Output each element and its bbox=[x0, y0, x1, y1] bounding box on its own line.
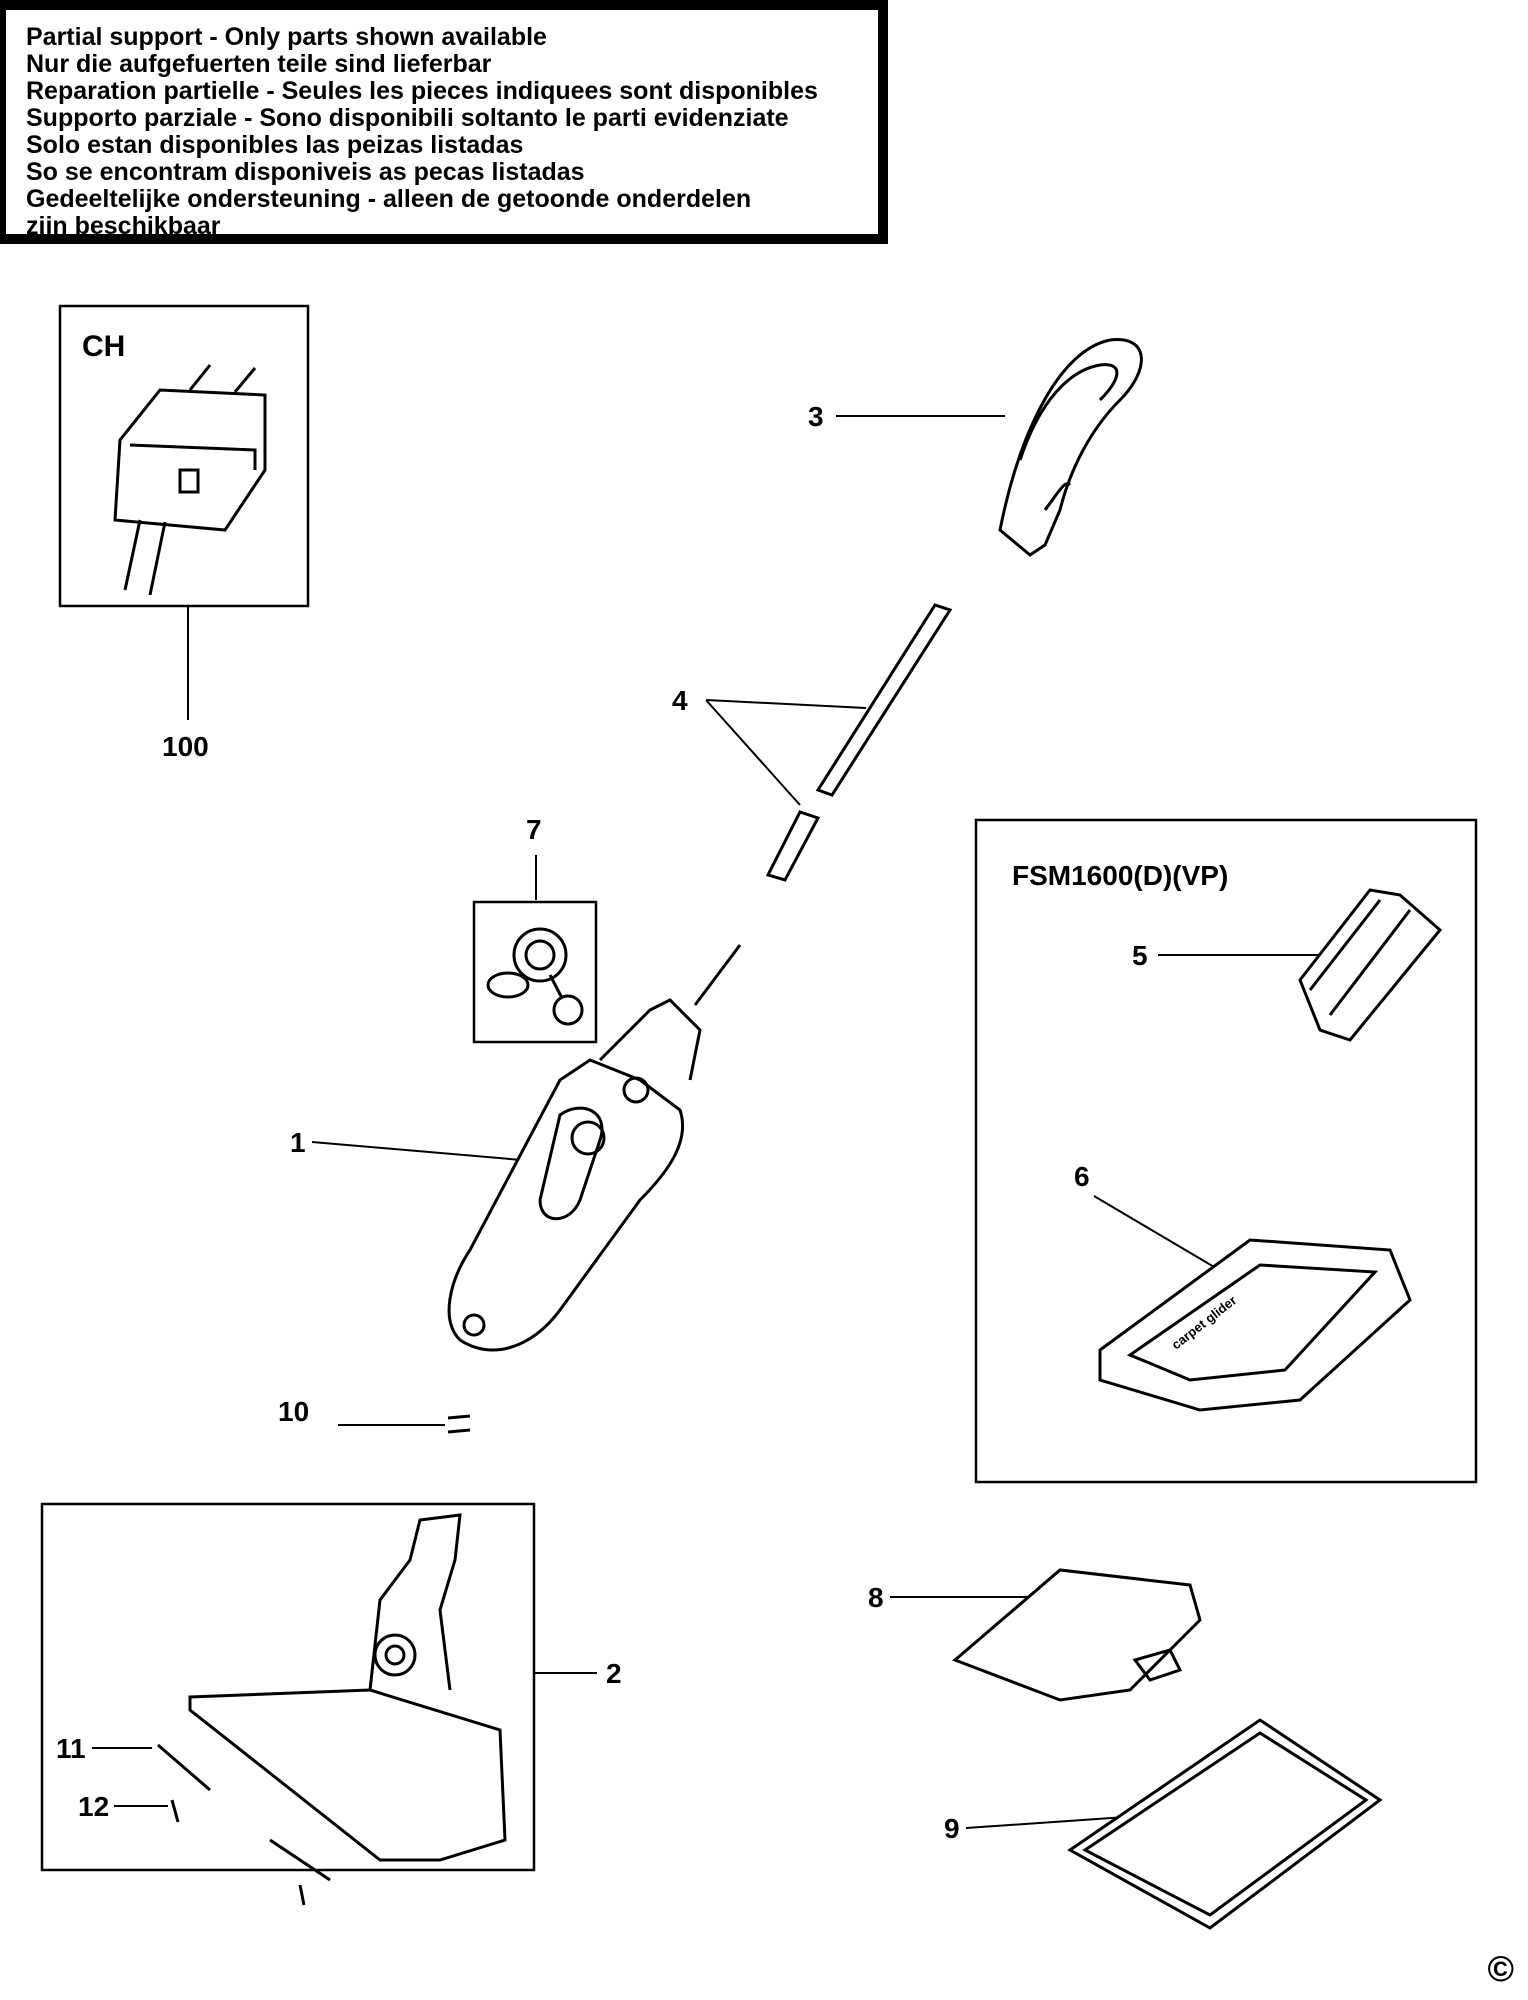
cap-part-7 bbox=[486, 927, 584, 1026]
part-label-2: 2 bbox=[606, 1658, 622, 1689]
mop-head-part-2 bbox=[188, 1513, 507, 1862]
part-label-5: 5 bbox=[1132, 940, 1148, 971]
availability-notice: Partial support - Only parts shown avail… bbox=[0, 0, 888, 244]
variant-box-title: FSM1600(D)(VP) bbox=[1012, 860, 1229, 891]
notice-line: Partial support - Only parts shown avail… bbox=[26, 23, 547, 51]
holder-part-5 bbox=[1298, 888, 1443, 1042]
notice-line: Nur die aufgefuerten teile sind lieferba… bbox=[26, 50, 492, 78]
notice-line: Solo estan disponibles las peizas listad… bbox=[26, 131, 524, 159]
leader-1 bbox=[311, 1141, 546, 1163]
part-label-1: 1 bbox=[290, 1127, 306, 1158]
leader-4a bbox=[705, 699, 867, 709]
notice-line: Reparation partielle - Seules les pieces… bbox=[26, 77, 818, 105]
ch-plug-box bbox=[58, 304, 310, 608]
part-label-12: 12 bbox=[78, 1791, 110, 1822]
notice-line: Gedeeltelijke ondersteuning - alleen de … bbox=[26, 185, 752, 213]
clip-part-10 bbox=[447, 1414, 471, 1434]
notice-line: Supporto parziale - Sono disponibili sol… bbox=[26, 104, 789, 132]
notice-line: zijn beschikbaar bbox=[26, 212, 221, 240]
pad-part-9 bbox=[1067, 1718, 1383, 1930]
handle-part-3 bbox=[998, 338, 1143, 557]
part-label-6: 6 bbox=[1074, 1161, 1090, 1192]
cap-box-7 bbox=[472, 900, 598, 1044]
steam-body-part-1 bbox=[447, 944, 742, 1352]
part-label-3: 3 bbox=[808, 401, 824, 432]
part-label-100: 100 bbox=[162, 731, 209, 762]
pad-part-8 bbox=[952, 1568, 1202, 1702]
notice-line: So se encontram disponiveis as pecas lis… bbox=[26, 158, 585, 186]
glider-part-6 bbox=[1098, 1238, 1412, 1412]
ch-plug-icon bbox=[113, 364, 267, 596]
screw-part-12 bbox=[170, 1799, 306, 1906]
copyright-mark: © bbox=[1487, 1948, 1514, 1989]
variant-box bbox=[974, 818, 1478, 1484]
tube-part-4 bbox=[765, 603, 953, 882]
head-box-2 bbox=[40, 1502, 536, 1872]
part-label-11: 11 bbox=[56, 1733, 86, 1764]
part-label-4: 4 bbox=[672, 685, 688, 716]
leader-4b bbox=[705, 699, 801, 806]
part-label-10: 10 bbox=[278, 1396, 310, 1427]
brush-part-11 bbox=[157, 1743, 331, 1882]
part-label-8: 8 bbox=[868, 1582, 884, 1613]
leader-6 bbox=[1093, 1195, 1227, 1275]
part-label-7: 7 bbox=[526, 814, 542, 845]
ch-box-title: CH bbox=[82, 330, 126, 363]
part-label-9: 9 bbox=[944, 1813, 960, 1844]
